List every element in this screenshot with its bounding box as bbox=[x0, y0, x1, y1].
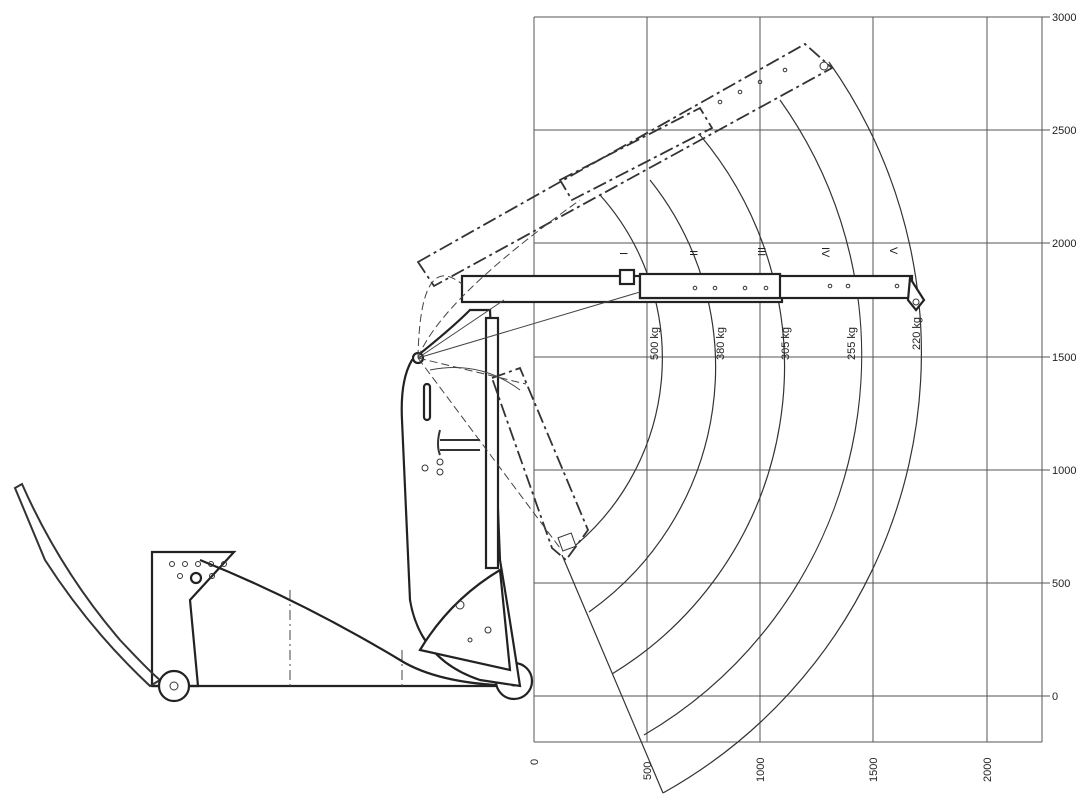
reach-arc-1 bbox=[575, 194, 663, 546]
mast-handle bbox=[437, 429, 480, 456]
boom-mid-section bbox=[638, 272, 782, 300]
boom-clamp bbox=[618, 268, 636, 286]
position-II: II bbox=[687, 250, 699, 256]
reach-arc-3 bbox=[611, 134, 786, 675]
x-tick-1500: 1500 bbox=[868, 758, 880, 782]
y-tick-2000: 2000 bbox=[1052, 238, 1076, 250]
rear-wheel-hub bbox=[169, 681, 179, 691]
position-III: III bbox=[755, 247, 767, 256]
y-tick-0: 0 bbox=[1052, 691, 1058, 703]
x-tick-1000: 1000 bbox=[755, 758, 767, 782]
boom-lowered-end bbox=[557, 532, 577, 552]
position-V: V bbox=[887, 247, 899, 255]
boom-horizontal bbox=[460, 268, 926, 312]
mast-foot bbox=[418, 568, 512, 672]
position-labels: I II III IV V bbox=[617, 247, 899, 258]
y-tick-1500: 1500 bbox=[1052, 352, 1076, 364]
reach-arc-4 bbox=[643, 99, 863, 736]
hydraulic-cylinder bbox=[484, 316, 500, 570]
load-III: 305 kg bbox=[780, 327, 792, 360]
grid bbox=[533, 16, 1050, 743]
handle-bar bbox=[13, 482, 162, 688]
load-IV: 255 kg bbox=[846, 327, 858, 360]
lower-limit-line bbox=[561, 554, 664, 794]
x-tick-500: 500 bbox=[642, 762, 654, 780]
y-tick-500: 500 bbox=[1052, 578, 1070, 590]
reach-arcs bbox=[561, 61, 923, 794]
reach-arc-5 bbox=[662, 61, 923, 794]
y-axis-labels: 3000 2500 2000 1500 1000 500 0 bbox=[1052, 12, 1076, 703]
boom-holes bbox=[692, 283, 900, 291]
y-tick-2500: 2500 bbox=[1052, 125, 1076, 137]
load-labels: 500 kg 380 kg 305 kg 255 kg 220 kg bbox=[649, 317, 923, 360]
boom-raised-outline bbox=[416, 42, 834, 288]
y-tick-1000: 1000 bbox=[1052, 465, 1076, 477]
x-axis-labels: 0 500 1000 1500 2000 bbox=[529, 758, 994, 782]
boom-lowered bbox=[490, 366, 590, 562]
position-IV: IV bbox=[819, 247, 831, 258]
crane-mast bbox=[400, 308, 522, 688]
y-tick-3000: 3000 bbox=[1052, 12, 1076, 24]
rear-leg bbox=[150, 550, 237, 688]
boom-lowered-outline bbox=[490, 366, 590, 562]
boom-raised-mid bbox=[558, 106, 714, 202]
position-I: I bbox=[617, 252, 629, 255]
boom-hook-end bbox=[906, 274, 926, 312]
boom-raised bbox=[416, 42, 834, 288]
boom-raised-tip bbox=[819, 61, 829, 71]
boom-raised-holes bbox=[717, 67, 788, 105]
load-II: 380 kg bbox=[715, 327, 727, 360]
reach-arc-2 bbox=[588, 179, 717, 613]
rear-holes bbox=[169, 561, 227, 585]
mast-slot bbox=[422, 382, 432, 422]
load-I: 500 kg bbox=[649, 327, 661, 360]
load-V: 220 kg bbox=[911, 317, 923, 350]
rear-wheel bbox=[157, 669, 191, 703]
guide-lines bbox=[417, 199, 641, 549]
x-tick-0: 0 bbox=[529, 759, 541, 765]
x-tick-2000: 2000 bbox=[982, 758, 994, 782]
